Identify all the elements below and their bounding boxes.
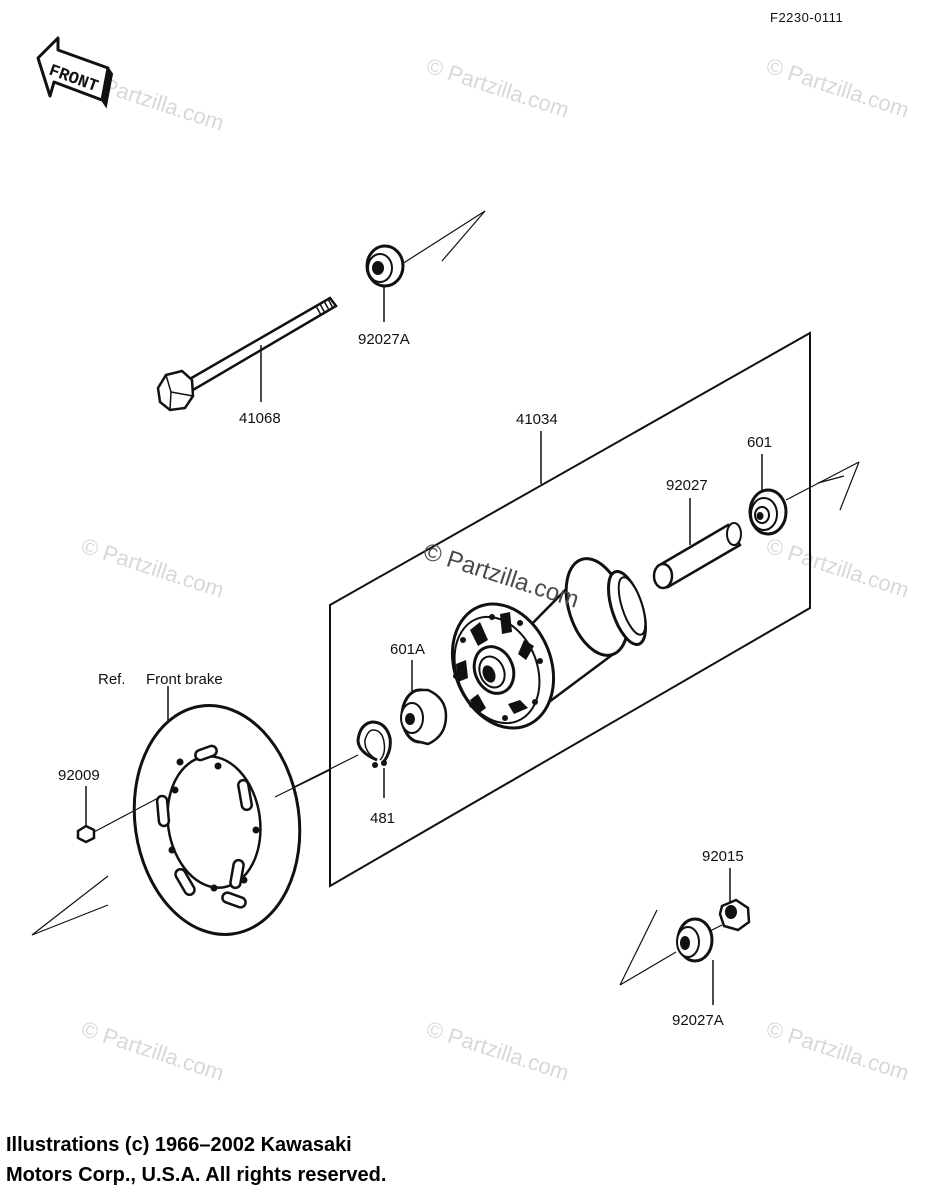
part-label-92027[interactable]: 92027 xyxy=(666,477,708,494)
part-label-481[interactable]: 481 xyxy=(370,810,395,827)
copyright-footer: Illustrations (c) 1966–2002 Kawasaki Mot… xyxy=(6,1130,386,1190)
reference-front-brake[interactable]: Front brake xyxy=(146,671,223,688)
part-label-92027A-top[interactable]: 92027A xyxy=(358,331,410,348)
watermark-center: © Partzilla.com xyxy=(420,538,582,614)
collar-92027A-bottom[interactable] xyxy=(619,909,723,1005)
collar-92027A-top[interactable] xyxy=(365,210,486,322)
watermark: © Partzilla.com xyxy=(78,533,227,603)
brake-disc xyxy=(31,686,331,936)
reference-prefix: Ref. xyxy=(98,671,126,688)
part-label-92027A-bottom[interactable]: 92027A xyxy=(672,1012,724,1029)
watermark: © Partzilla.com xyxy=(763,533,912,603)
bearing-601A[interactable] xyxy=(400,660,448,746)
part-label-41034[interactable]: 41034 xyxy=(516,411,558,428)
hub-assembly-panel xyxy=(329,331,811,888)
watermark: © Partzilla.com xyxy=(763,1016,912,1086)
watermark: © Partzilla.com xyxy=(423,53,572,123)
watermark: © Partzilla.com xyxy=(763,53,912,123)
copyright-line-1: Illustrations (c) 1966–2002 Kawasaki xyxy=(6,1134,352,1156)
watermark: © Partzilla.com xyxy=(423,1016,572,1086)
part-label-92009[interactable]: 92009 xyxy=(58,767,100,784)
nut-92015[interactable] xyxy=(718,868,751,932)
spacer-92027[interactable] xyxy=(652,498,742,590)
axle-41068[interactable] xyxy=(156,296,338,412)
bearing-601[interactable] xyxy=(748,454,860,536)
part-label-601A[interactable]: 601A xyxy=(390,641,425,658)
front-arrow-icon: FRONT xyxy=(36,36,114,109)
part-label-601[interactable]: 601 xyxy=(747,434,772,451)
watermark: © Partzilla.com xyxy=(78,1016,227,1086)
copyright-line-2: Motors Corp., U.S.A. All rights reserved… xyxy=(6,1164,387,1186)
part-label-92015[interactable]: 92015 xyxy=(702,848,744,865)
circlip-481[interactable] xyxy=(287,720,392,798)
part-label-41068[interactable]: 41068 xyxy=(239,410,281,427)
diagram-code: F2230-0111 xyxy=(770,10,843,25)
wheel-hub[interactable] xyxy=(435,551,653,744)
bolt-92009[interactable] xyxy=(76,786,161,844)
